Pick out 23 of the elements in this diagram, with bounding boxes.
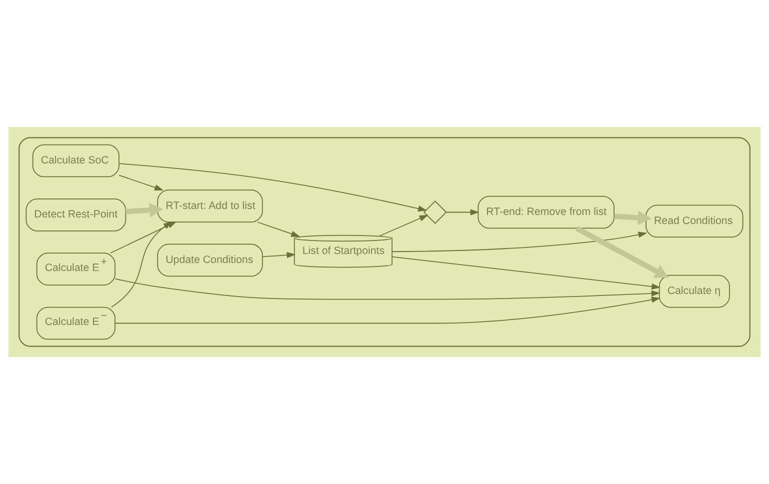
arrow <box>379 214 428 236</box>
node-box: Read Conditions <box>646 204 744 238</box>
arrow <box>257 222 300 237</box>
arrow <box>126 202 164 218</box>
arrow <box>118 174 164 190</box>
arrow <box>392 256 661 290</box>
cluster <box>18 137 750 347</box>
node-box: RT-end: Remove from list <box>478 196 614 229</box>
arrow <box>446 209 480 216</box>
arrow <box>118 163 427 212</box>
arrow <box>392 232 648 252</box>
arrow <box>111 221 172 308</box>
arrow <box>575 226 669 278</box>
arrow <box>114 278 660 300</box>
node-box: Calculate η <box>658 274 730 308</box>
arrow <box>262 252 296 258</box>
node-box: RT-start: Add to list <box>157 190 263 222</box>
arrow <box>614 210 652 225</box>
node-diamond <box>423 200 447 224</box>
node-box: Update Conditions <box>157 244 263 277</box>
node-box: Detect Rest-Point <box>26 198 126 232</box>
node-box: Calculate SoC <box>32 144 120 178</box>
arrow <box>114 296 660 324</box>
